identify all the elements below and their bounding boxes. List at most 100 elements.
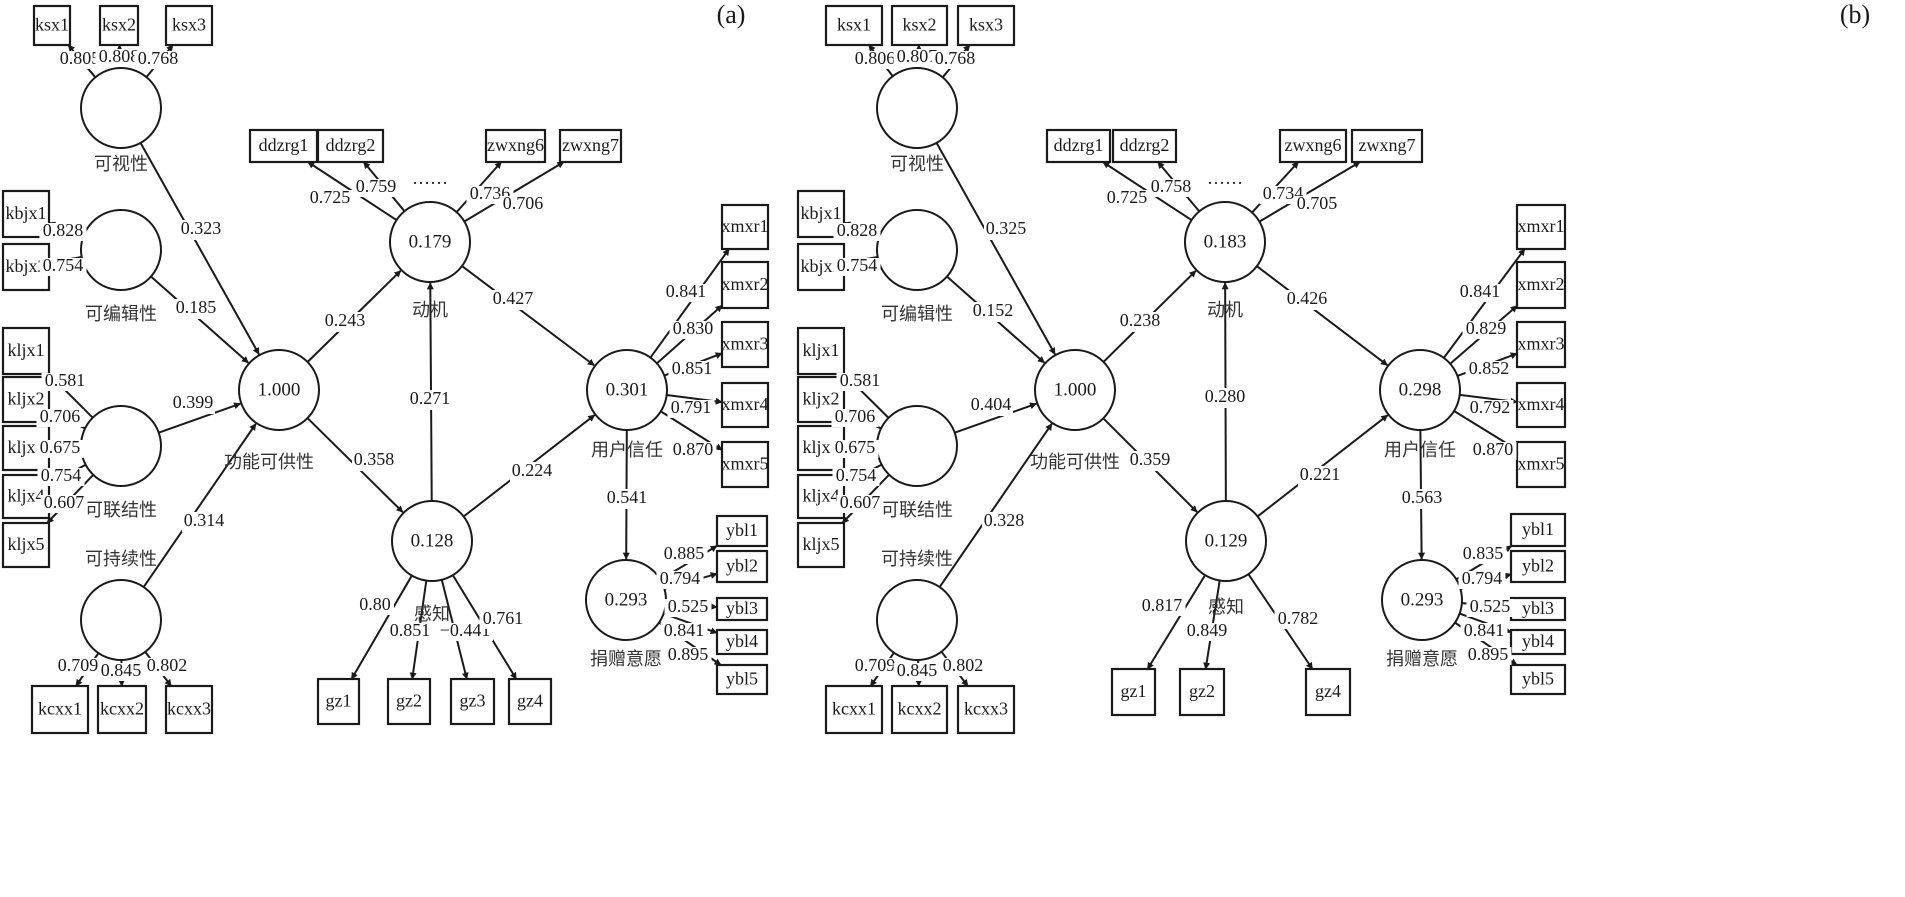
construct-label-motivation: 动机 bbox=[412, 300, 448, 321]
loading-value: 0.849 bbox=[1187, 620, 1228, 640]
indicator-ybl2: ybl2 bbox=[1522, 556, 1554, 576]
loading-value: 0.607 bbox=[840, 492, 881, 512]
construct-label-connectivity: 可联结性 bbox=[881, 500, 953, 521]
indicator-kljx5: kljx5 bbox=[802, 534, 839, 554]
construct-label-perception: 感知 bbox=[1208, 597, 1244, 618]
loading-value: 0.768 bbox=[935, 48, 976, 68]
loading-value: 0.706 bbox=[835, 406, 876, 426]
indicator-ddzrg2: ddzrg2 bbox=[326, 135, 376, 155]
construct-visibility bbox=[877, 68, 957, 148]
construct-label-affordance: 功能可供性 bbox=[1030, 452, 1120, 473]
indicator-ybl3: ybl3 bbox=[726, 598, 758, 618]
indicator-ddzrg1: ddzrg1 bbox=[259, 135, 309, 155]
construct-sustainability bbox=[81, 580, 161, 660]
loading-value: 0.829 bbox=[1466, 318, 1507, 338]
loading-value: 0.761 bbox=[483, 608, 524, 628]
indicator-ksx3: ksx3 bbox=[172, 15, 206, 35]
indicator-ddzrg1: ddzrg1 bbox=[1054, 135, 1104, 155]
loading-value: 0.581 bbox=[840, 370, 881, 390]
construct-label-editability: 可编辑性 bbox=[85, 304, 157, 325]
loading-value: 0.754 bbox=[43, 255, 84, 275]
loading-value: 0.759 bbox=[356, 176, 397, 196]
loading-value: 0.835 bbox=[1463, 543, 1504, 563]
construct-label-trust: 用户信任 bbox=[1384, 440, 1456, 461]
loading-value: 0.851 bbox=[672, 358, 713, 378]
loading-value: 0.802 bbox=[943, 655, 984, 675]
loading-value: 0.807 bbox=[897, 46, 938, 66]
loading-value: 0.80 bbox=[359, 594, 391, 614]
construct-label-visibility: 可视性 bbox=[890, 154, 944, 175]
indicator-kljx1: kljx1 bbox=[7, 340, 44, 360]
path-coefficient: 0.359 bbox=[1130, 449, 1171, 469]
loading-value: 0.794 bbox=[660, 568, 701, 588]
indicator-ksx3: ksx3 bbox=[969, 15, 1003, 35]
loading-value: 0.806 bbox=[855, 48, 896, 68]
path-coefficient: 0.358 bbox=[354, 449, 395, 469]
construct-r2-trust: 0.301 bbox=[606, 379, 649, 400]
indicator-xmxr2: xmxr2 bbox=[722, 274, 769, 294]
path-coefficient: 0.404 bbox=[971, 394, 1012, 414]
construct-editability bbox=[81, 210, 161, 290]
indicator-ybl4: ybl4 bbox=[726, 631, 758, 651]
indicator-kljx1: kljx1 bbox=[802, 340, 839, 360]
path-coefficient: 0.427 bbox=[493, 288, 534, 308]
indicator-kcxx2: kcxx2 bbox=[100, 699, 144, 719]
loading-value: 0.782 bbox=[1278, 608, 1319, 628]
loading-value: 0.805 bbox=[60, 48, 101, 68]
indicator-gz1: gz1 bbox=[326, 691, 352, 711]
construct-visibility bbox=[81, 68, 161, 148]
loading-value: 0.607 bbox=[44, 492, 85, 512]
loading-value: 0.802 bbox=[147, 655, 188, 675]
indicator-zwxng7: zwxng7 bbox=[562, 135, 619, 155]
path-coefficient: 0.328 bbox=[984, 510, 1025, 530]
indicator-kcxx3: kcxx3 bbox=[167, 699, 211, 719]
construct-label-editability: 可编辑性 bbox=[881, 304, 953, 325]
ellipsis-more-indicators: …… bbox=[1207, 168, 1243, 188]
loading-value: 0.706 bbox=[503, 193, 544, 213]
path-coefficient: 0.185 bbox=[176, 297, 217, 317]
indicator-xmxr3: xmxr3 bbox=[722, 334, 769, 354]
construct-label-visibility: 可视性 bbox=[94, 154, 148, 175]
path-coefficient: 0.399 bbox=[173, 392, 214, 412]
indicator-gz3: gz3 bbox=[460, 691, 486, 711]
indicator-xmxr4: xmxr4 bbox=[1518, 394, 1565, 414]
indicator-ksx2: ksx2 bbox=[902, 15, 936, 35]
loading-value: 0.870 bbox=[1473, 439, 1514, 459]
loading-trust-xmxr1 bbox=[650, 249, 729, 358]
loading-value: 0.791 bbox=[671, 397, 712, 417]
construct-r2-motivation: 0.183 bbox=[1204, 231, 1247, 252]
indicator-ksx1: ksx1 bbox=[35, 15, 69, 35]
indicator-kcxx2: kcxx2 bbox=[898, 699, 942, 719]
construct-label-affordance: 功能可供性 bbox=[224, 452, 314, 473]
loading-value: 0.852 bbox=[1469, 358, 1510, 378]
construct-r2-affordance: 1.000 bbox=[258, 379, 301, 400]
indicator-kcxx3: kcxx3 bbox=[964, 699, 1008, 719]
construct-label-trust: 用户信任 bbox=[591, 440, 663, 461]
loading-value: 0.828 bbox=[837, 220, 878, 240]
loading-value: 0.841 bbox=[1460, 281, 1501, 301]
loading-value: 0.758 bbox=[1151, 176, 1192, 196]
loading-value: 0.895 bbox=[1468, 644, 1509, 664]
path-coefficient: 0.221 bbox=[1300, 464, 1341, 484]
loading-value: 0.895 bbox=[668, 644, 709, 664]
construct-label-sustainability: 可持续性 bbox=[881, 549, 953, 570]
path-coefficient: 0.238 bbox=[1120, 310, 1161, 330]
indicator-ybl3: ybl3 bbox=[1522, 598, 1554, 618]
indicator-kljx5: kljx5 bbox=[7, 534, 44, 554]
path-coefficient: 0.271 bbox=[410, 388, 451, 408]
panel-label: (a) bbox=[717, 0, 746, 29]
panel-label: (b) bbox=[1840, 0, 1870, 29]
construct-label-connectivity: 可联结性 bbox=[85, 500, 157, 521]
indicator-xmxr3: xmxr3 bbox=[1518, 334, 1565, 354]
loading-trust-xmxr1 bbox=[1444, 249, 1525, 358]
construct-connectivity bbox=[81, 406, 161, 486]
path-coefficient: 0.325 bbox=[986, 218, 1027, 238]
path-coefficient: 0.314 bbox=[184, 510, 225, 530]
indicator-ybl4: ybl4 bbox=[1522, 631, 1554, 651]
loading-value: 0.828 bbox=[43, 220, 84, 240]
construct-sustainability bbox=[877, 580, 957, 660]
construct-label-motivation: 动机 bbox=[1207, 300, 1243, 321]
